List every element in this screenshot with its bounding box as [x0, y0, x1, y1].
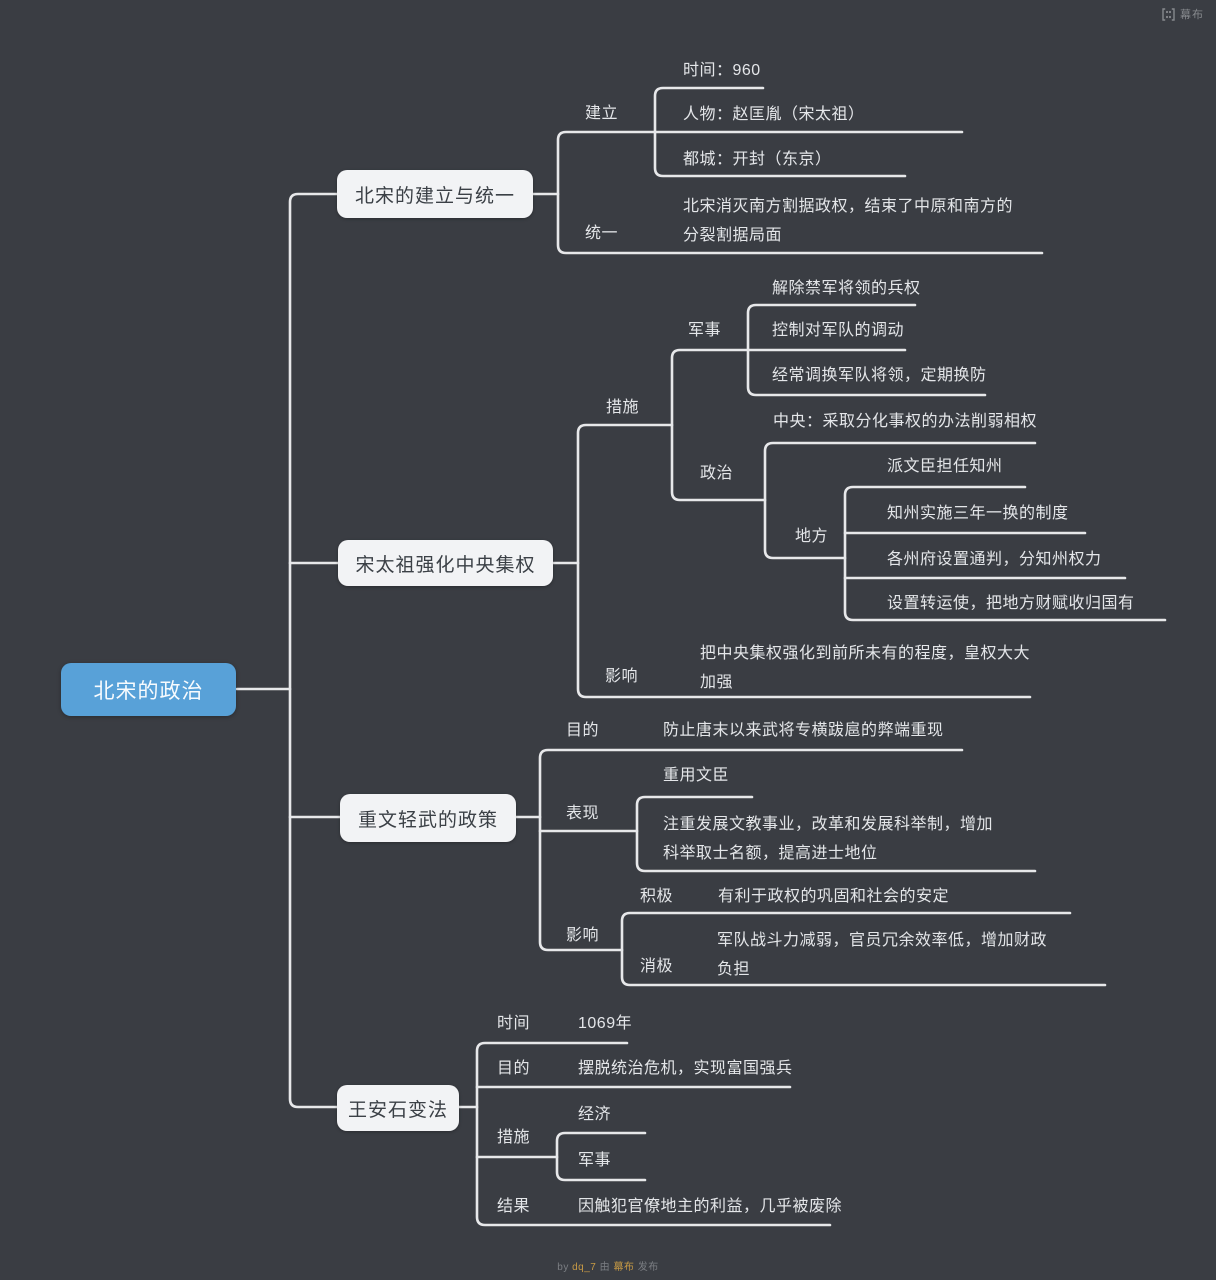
node-capital-kaifeng[interactable]: 都城：开封（东京）	[683, 151, 832, 168]
connector-line	[555, 1131, 647, 1182]
node-effect2-label[interactable]: 影响	[605, 668, 639, 685]
connector-line	[670, 348, 767, 502]
node-local-3[interactable]: 各州府设置通判，分知州权力	[887, 551, 1102, 568]
publish-via: 由	[599, 1262, 611, 1273]
node-positive-desc[interactable]: 有利于政权的巩固和社会的安定	[718, 888, 950, 905]
publish-author: dq_7	[572, 1262, 597, 1273]
node-unify-desc[interactable]: 北宋消灭南方割据政权，结束了中原和南方的 分裂割据局面	[683, 198, 1014, 244]
branch-node-founding-unification[interactable]: 北宋的建立与统一	[337, 170, 533, 218]
node-effect2-desc[interactable]: 把中央集权强化到前所未有的程度，皇权大大 加强	[700, 645, 1031, 691]
connector-line	[635, 795, 1037, 873]
publish-brand: 幕布	[613, 1262, 635, 1273]
node-military-1[interactable]: 解除禁军将领的兵权	[772, 280, 921, 297]
node-military4-label[interactable]: 军事	[578, 1152, 612, 1169]
node-politics-label[interactable]: 政治	[700, 465, 734, 482]
node-effect3-label[interactable]: 影响	[566, 927, 600, 944]
node-manifest-2[interactable]: 注重发展文教事业，改革和发展科举制，增加 科举取士名额，提高进士地位	[663, 816, 994, 862]
node-result-label[interactable]: 结果	[497, 1198, 531, 1215]
root-node[interactable]: 北宋的政治	[61, 663, 236, 716]
node-person-zhaokuangyin[interactable]: 人物：赵匡胤（宋太祖）	[683, 106, 865, 123]
node-negative-label[interactable]: 消极	[640, 958, 674, 975]
node-central-measure[interactable]: 中央：采取分化事权的办法削弱相权	[773, 413, 1038, 430]
publish-action: 发布	[637, 1262, 659, 1273]
brand-watermark-text: 幕布	[1180, 9, 1204, 21]
node-establish-label[interactable]: 建立	[585, 105, 619, 122]
node-local-1[interactable]: 派文臣担任知州	[887, 458, 1003, 475]
connector-line	[538, 748, 964, 952]
node-military-label[interactable]: 军事	[688, 322, 722, 339]
branch-node-wang-anshi-reform[interactable]: 王安石变法	[337, 1085, 459, 1131]
node-military-3[interactable]: 经常调换军队将领，定期换防	[772, 367, 987, 384]
node-purpose4-label[interactable]: 目的	[497, 1060, 531, 1077]
connector-line	[556, 130, 1044, 255]
node-positive-label[interactable]: 积极	[640, 888, 674, 905]
branch-node-civil-over-military[interactable]: 重文轻武的政策	[340, 794, 516, 842]
node-local-label[interactable]: 地方	[795, 528, 829, 545]
connector-line	[288, 192, 339, 1109]
publish-watermark: by dq_7 由 幕布 发布	[0, 1258, 1216, 1273]
node-unify-label[interactable]: 统一	[585, 225, 619, 242]
node-time4-label[interactable]: 时间	[497, 1015, 531, 1032]
node-purpose3-label[interactable]: 目的	[566, 722, 600, 739]
node-purpose3-desc[interactable]: 防止唐末以来武将专横跋扈的弊端重现	[663, 722, 944, 739]
branch-node-centralization[interactable]: 宋太祖强化中央集权	[338, 540, 553, 586]
node-negative-desc[interactable]: 军队战斗力减弱，官员冗余效率低，增加财政 负担	[717, 932, 1048, 978]
connector-line	[576, 423, 1032, 699]
node-purpose4-desc[interactable]: 摆脱统治危机，实现富国强兵	[578, 1060, 793, 1077]
node-manifest-label[interactable]: 表现	[566, 805, 600, 822]
node-measures4-label[interactable]: 措施	[497, 1129, 531, 1146]
mubu-logo-icon	[1162, 7, 1175, 21]
connector-line	[763, 441, 1037, 560]
node-time-960[interactable]: 时间：960	[683, 62, 761, 79]
connector-line	[475, 1041, 832, 1227]
node-military-2[interactable]: 控制对军队的调动	[772, 322, 905, 339]
node-local-2[interactable]: 知州实施三年一换的制度	[887, 505, 1069, 522]
node-local-4[interactable]: 设置转运使，把地方财赋收归国有	[887, 595, 1135, 612]
brand-watermark: 幕布	[1162, 6, 1204, 22]
node-economy-label[interactable]: 经济	[578, 1106, 612, 1123]
connector-line	[843, 485, 1167, 622]
publish-by-label: by	[557, 1262, 569, 1273]
node-time4-value[interactable]: 1069年	[578, 1015, 633, 1032]
node-result-desc[interactable]: 因触犯官僚地主的利益，几乎被废除	[578, 1198, 843, 1215]
connector-line	[620, 911, 1107, 987]
node-measures-label[interactable]: 措施	[606, 399, 640, 416]
node-manifest-1[interactable]: 重用文臣	[663, 767, 730, 784]
